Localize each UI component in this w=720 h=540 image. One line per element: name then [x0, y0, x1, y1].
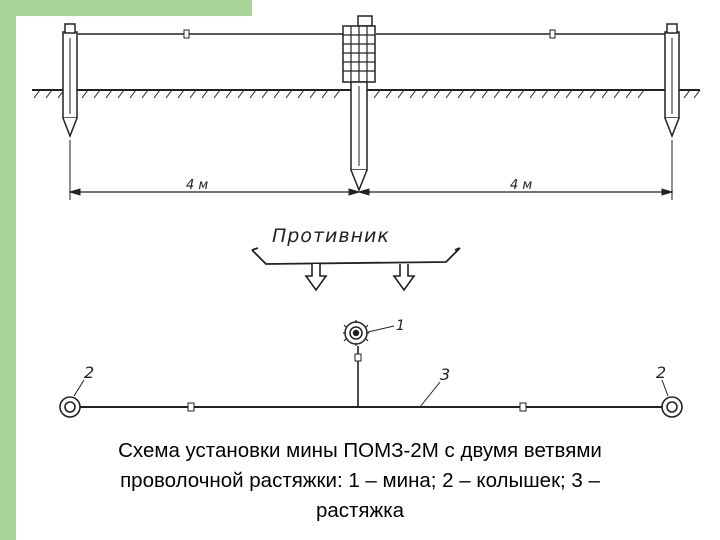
wire-link-marker [549, 29, 556, 39]
decorative-corner-bar [0, 0, 252, 16]
mine-side [342, 15, 376, 193]
mine-leader-line [367, 325, 395, 333]
dimension-arrow-left [68, 188, 81, 196]
stake-right-plan-icon [661, 396, 683, 418]
label-stake-right-number: 2 [656, 363, 666, 382]
wire-link-marker [187, 402, 195, 412]
enemy-direction-bracket [251, 247, 461, 265]
caption-line-1: Схема установки мины ПОМЗ-2М с двумя вет… [118, 439, 602, 462]
installation-diagram: 4 м 4 м Противник [32, 15, 701, 418]
distance-label-right: 4 м [510, 178, 532, 193]
arrow-down-icon [392, 264, 416, 292]
label-wire-number: 3 [440, 365, 450, 384]
diagram-caption: Схема установки мины ПОМЗ-2М с двумя вет… [0, 436, 720, 526]
stake-right-leader [661, 379, 669, 397]
decorative-left-bar [0, 0, 16, 540]
mine-plan-icon [343, 320, 369, 346]
caption-line-2: проволочной растяжки: 1 – мина; 2 – колы… [120, 469, 600, 492]
stake-left-leader [73, 379, 85, 397]
side-view [32, 15, 701, 200]
caption-line-3: растяжка [315, 499, 405, 522]
dimension-arrow-center-right [357, 188, 370, 196]
label-stake-left-number: 2 [84, 363, 94, 382]
dimension-arrow-right [661, 188, 674, 196]
plan-view [59, 320, 683, 418]
distance-label-left: 4 м [186, 178, 208, 193]
stake-right-side [664, 23, 680, 139]
stake-left-side [62, 23, 78, 139]
label-mine-number: 1 [396, 318, 405, 334]
wire-link-marker [519, 402, 527, 412]
stake-left-plan-icon [59, 396, 81, 418]
dimension-arrow-center-left [348, 188, 361, 196]
wire-link-marker [354, 353, 362, 362]
wire-link-marker [183, 29, 190, 39]
enemy-label: Противник [272, 225, 390, 247]
arrow-down-icon [304, 264, 328, 292]
ground-hatching [33, 89, 701, 99]
wire-leader-line [419, 381, 441, 408]
